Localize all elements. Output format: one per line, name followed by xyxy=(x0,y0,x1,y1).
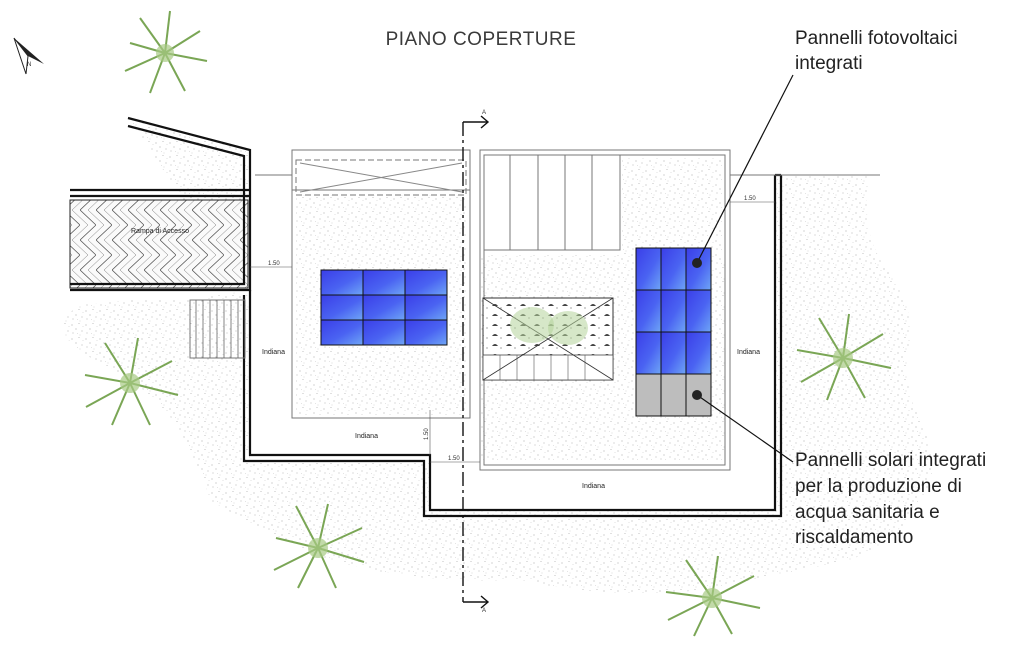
floor-label-indiana: Indiana xyxy=(262,349,285,356)
section-line: A A xyxy=(462,110,490,614)
pv-array-right xyxy=(635,247,712,375)
access-ramp: Rampa di Accesso xyxy=(69,199,249,289)
perimeter-walls xyxy=(70,116,783,518)
callout-solar-thermal: Pannelli solari integrati per la produzi… xyxy=(795,450,986,548)
roof-outlines xyxy=(189,149,880,471)
palm-tree xyxy=(273,503,365,589)
skylight-void xyxy=(482,297,614,381)
callout-line: acqua sanitaria e xyxy=(795,502,940,523)
callout-photovoltaic: Pannelli fotovoltaici integrati xyxy=(795,28,958,74)
dimension-lines xyxy=(250,201,775,463)
north-arrow-icon: N xyxy=(13,37,44,75)
callout-leaders xyxy=(692,74,794,463)
solar-thermal-panels xyxy=(635,373,712,417)
floor-label-indiana: Indiana xyxy=(582,483,605,490)
ramp-label: Rampa di Accesso xyxy=(131,228,189,235)
drawing-title: PIANO COPERTURE xyxy=(386,29,577,50)
dimension-label: 1.50 xyxy=(268,261,280,267)
palm-tree xyxy=(796,313,892,401)
stair xyxy=(195,300,239,358)
section-mark-bottom: A xyxy=(482,608,486,614)
palm-tree xyxy=(84,337,179,426)
callout-line: integrati xyxy=(795,53,863,74)
section-mark-top: A xyxy=(482,110,486,116)
callout-line: Pannelli fotovoltaici xyxy=(795,28,958,49)
north-letter: N xyxy=(27,62,31,68)
floor-label-indiana: Indiana xyxy=(737,349,760,356)
floor-label-indiana: Indiana xyxy=(355,433,378,440)
palm-tree xyxy=(665,555,761,637)
callout-line: per la produzione di xyxy=(795,476,962,497)
dimension-label: 1.50 xyxy=(744,196,756,202)
callout-line: riscaldamento xyxy=(795,527,913,548)
dimension-label: 1.50 xyxy=(448,456,460,462)
palm-tree xyxy=(124,10,208,94)
pv-array-left xyxy=(320,269,448,346)
callout-line: Pannelli solari integrati xyxy=(795,450,986,471)
dimension-label: 1.50 xyxy=(424,428,430,440)
